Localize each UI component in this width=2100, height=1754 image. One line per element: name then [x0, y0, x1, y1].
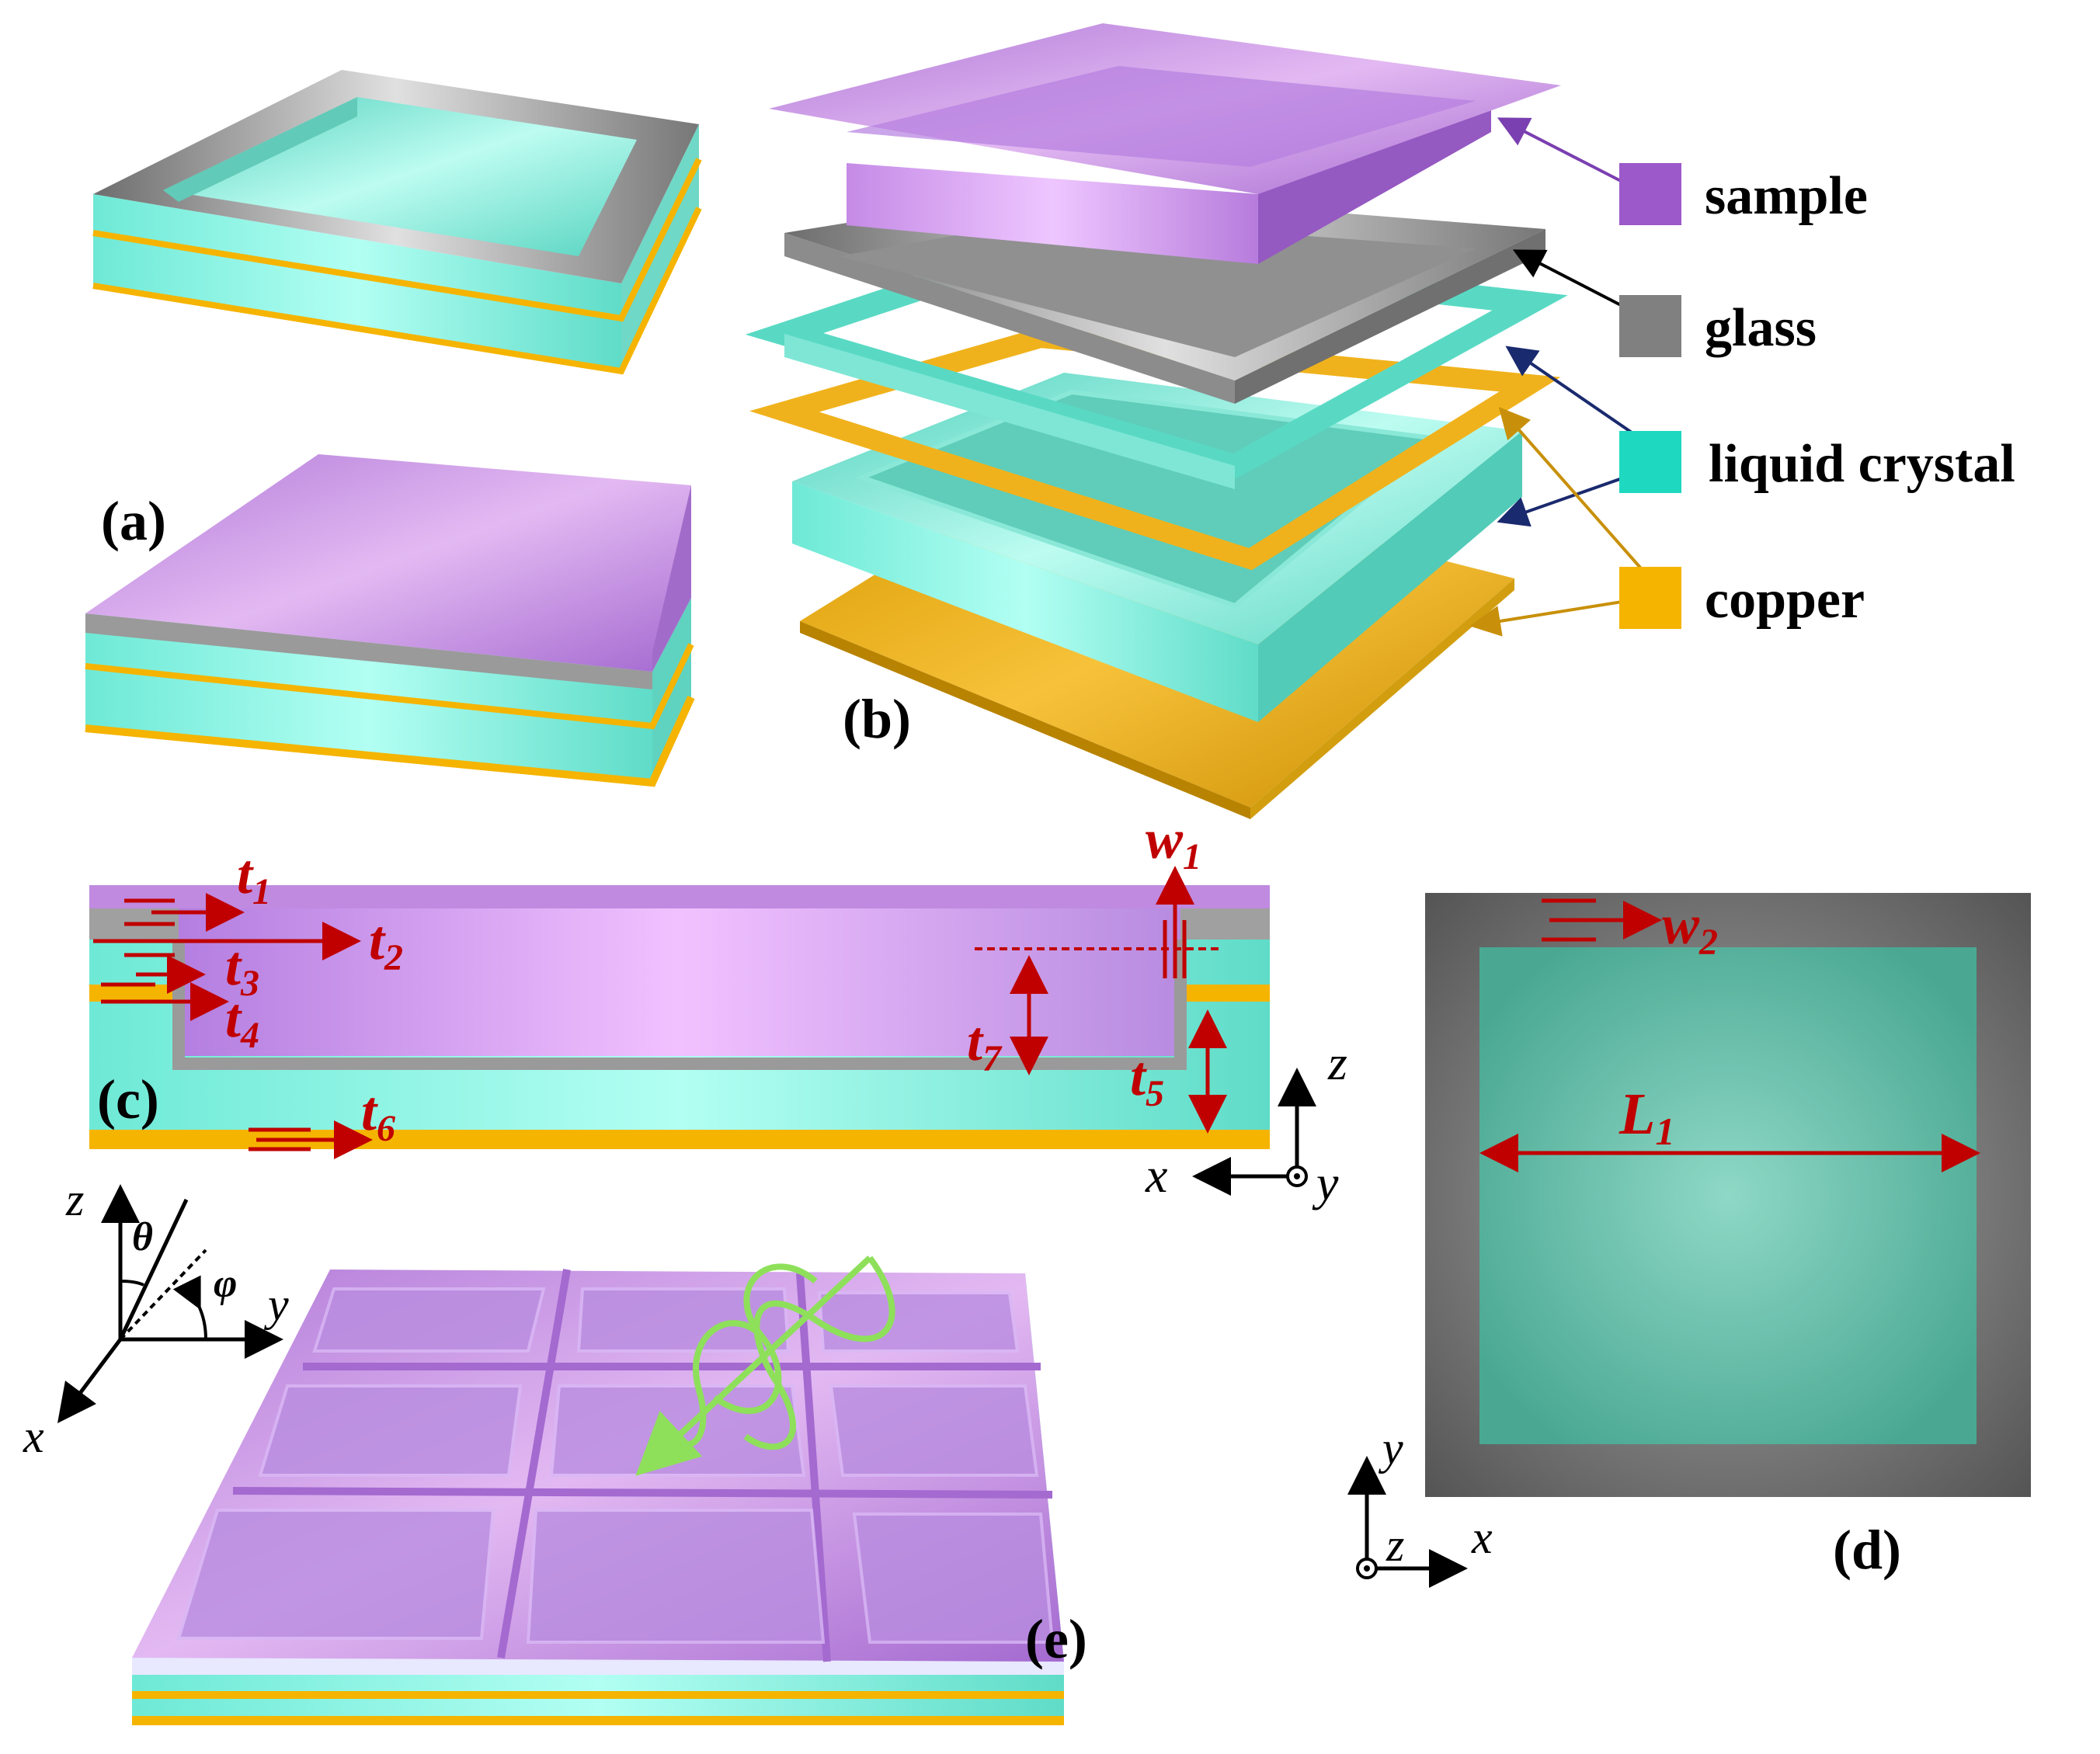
dim-t1-sub: 1 — [252, 871, 271, 912]
panel-label-d: (d) — [1833, 1519, 1901, 1581]
dim-t3-sub: 3 — [240, 963, 259, 1004]
dim-t2: t2 — [369, 909, 403, 978]
arrow-liquid-crystal-1 — [1505, 346, 1648, 444]
dim-t4-sub: 4 — [240, 1015, 259, 1056]
dim-t6: t6 — [361, 1080, 395, 1149]
dim-t3-base: t — [225, 935, 242, 997]
layer-copper-frame — [749, 327, 1561, 571]
layer-glass — [784, 190, 1545, 404]
axis-e-y: y — [263, 1279, 289, 1330]
dim-t5: t5 — [1130, 1045, 1164, 1114]
legend-item-liquid-crystal: liquid crystal — [1619, 431, 2015, 494]
em-wave — [635, 1256, 895, 1476]
axes-d — [1347, 1456, 1468, 1588]
legend-swatch-glass — [1619, 295, 1681, 357]
dim-L1-base: L — [1618, 1082, 1655, 1147]
panel-e-array — [132, 1269, 1064, 1725]
axis-d-x: x — [1471, 1512, 1493, 1563]
axis-e-x: x — [23, 1411, 44, 1462]
dim-L1-sub: 1 — [1655, 1110, 1674, 1153]
legend-item-glass: glass — [1619, 295, 1817, 358]
panel-label-e: (e) — [1025, 1608, 1087, 1670]
panel-a-closed-cell — [85, 454, 695, 787]
dim-w2-base: w — [1662, 894, 1700, 956]
axis-e-z: z — [65, 1174, 84, 1225]
panel-b-exploded-view — [745, 23, 1648, 819]
panel-label-c: (c) — [97, 1068, 159, 1131]
dim-t2-base: t — [369, 909, 386, 971]
axis-e-phi: φ — [214, 1262, 237, 1306]
dim-t7-base: t — [967, 1010, 984, 1072]
legend-label-copper: copper — [1705, 570, 1865, 630]
axis-c-x: x — [1145, 1148, 1167, 1203]
dim-w2: w2 — [1662, 894, 1718, 963]
arrow-copper-2 — [1469, 596, 1647, 637]
axis-c-y: y — [1312, 1155, 1339, 1210]
panel-label-b: (b) — [843, 688, 911, 750]
dim-w1-sub: 1 — [1183, 836, 1201, 877]
axis-d-z: z — [1386, 1520, 1404, 1571]
dim-t7: t7 — [967, 1010, 1003, 1079]
dim-t6-base: t — [361, 1080, 378, 1142]
axes-e — [57, 1184, 283, 1423]
layer-sample — [769, 23, 1561, 264]
legend: sample glass liquid crystal copper — [1619, 163, 2015, 630]
legend-label-liquid-crystal: liquid crystal — [1709, 434, 2015, 494]
axis-d-y: y — [1378, 1422, 1403, 1474]
dim-t4-base: t — [225, 987, 242, 1049]
legend-item-sample: sample — [1619, 163, 1868, 226]
dim-w2-sub: 2 — [1698, 922, 1718, 963]
legend-swatch-liquid-crystal — [1619, 431, 1681, 493]
dim-t5-base: t — [1130, 1045, 1147, 1107]
panel-c-cross-section — [89, 866, 1270, 1159]
legend-item-copper: copper — [1619, 567, 1865, 630]
legend-swatch-sample — [1619, 163, 1681, 225]
panel-label-a: (a) — [101, 490, 166, 552]
dim-t1-base: t — [237, 843, 254, 905]
dim-t6-sub: 6 — [377, 1108, 395, 1149]
dim-w1: w1 — [1146, 808, 1201, 877]
legend-label-glass: glass — [1705, 298, 1817, 358]
dim-L1: L1 — [1618, 1082, 1674, 1153]
dim-t4: t4 — [225, 987, 259, 1056]
axis-e-theta: θ — [132, 1215, 153, 1259]
dim-t3: t3 — [225, 935, 259, 1004]
dim-w1-base: w — [1146, 808, 1184, 870]
legend-swatch-copper — [1619, 567, 1681, 629]
arrow-copper-1 — [1498, 406, 1648, 576]
axis-c-z: z — [1327, 1035, 1347, 1090]
dim-t1: t1 — [237, 843, 271, 912]
panel-a-open-cell — [92, 70, 702, 375]
legend-label-sample: sample — [1705, 166, 1868, 226]
dim-t7-sub: 7 — [982, 1038, 1003, 1079]
axes-c — [1192, 1068, 1316, 1196]
dim-t2-sub: 2 — [384, 937, 403, 978]
dim-t5-sub: 5 — [1146, 1073, 1164, 1114]
panel-d-top-view — [1425, 893, 2031, 1497]
